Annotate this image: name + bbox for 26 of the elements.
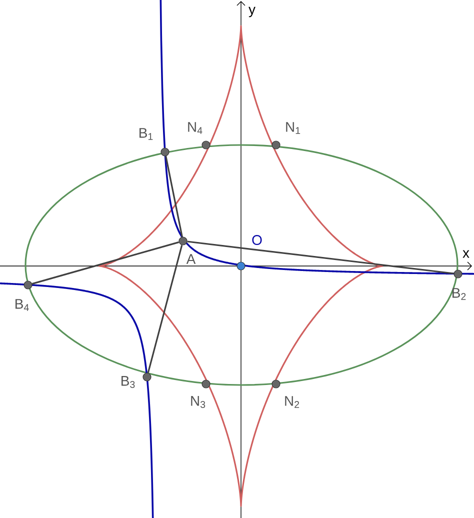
segment bbox=[147, 244, 183, 374]
axis-label: y bbox=[248, 6, 256, 18]
point-label: N$_{1}$ bbox=[286, 122, 300, 134]
point-label: B$_{1}$ bbox=[140, 128, 153, 140]
point-label: O bbox=[252, 235, 262, 245]
point bbox=[160, 148, 170, 156]
point bbox=[236, 262, 246, 270]
point bbox=[454, 270, 462, 278]
point-label: N$_{2}$ bbox=[285, 396, 300, 408]
point-label: A bbox=[186, 254, 196, 264]
point bbox=[178, 236, 188, 246]
point bbox=[142, 372, 152, 382]
point-label: B$_{2}$ bbox=[452, 288, 466, 300]
point bbox=[24, 280, 32, 290]
point bbox=[202, 140, 210, 150]
segment bbox=[165, 156, 183, 237]
point bbox=[202, 380, 210, 388]
point-label: B$_{3}$ bbox=[122, 376, 135, 388]
segment bbox=[32, 241, 180, 285]
segment bbox=[187, 240, 454, 274]
point bbox=[272, 140, 280, 150]
axis-label: x bbox=[462, 250, 470, 258]
point-label: N$_{4}$ bbox=[188, 122, 202, 134]
point-label: B$_{4}$ bbox=[16, 299, 29, 311]
point bbox=[272, 380, 280, 388]
point-label: N$_{3}$ bbox=[191, 396, 206, 408]
